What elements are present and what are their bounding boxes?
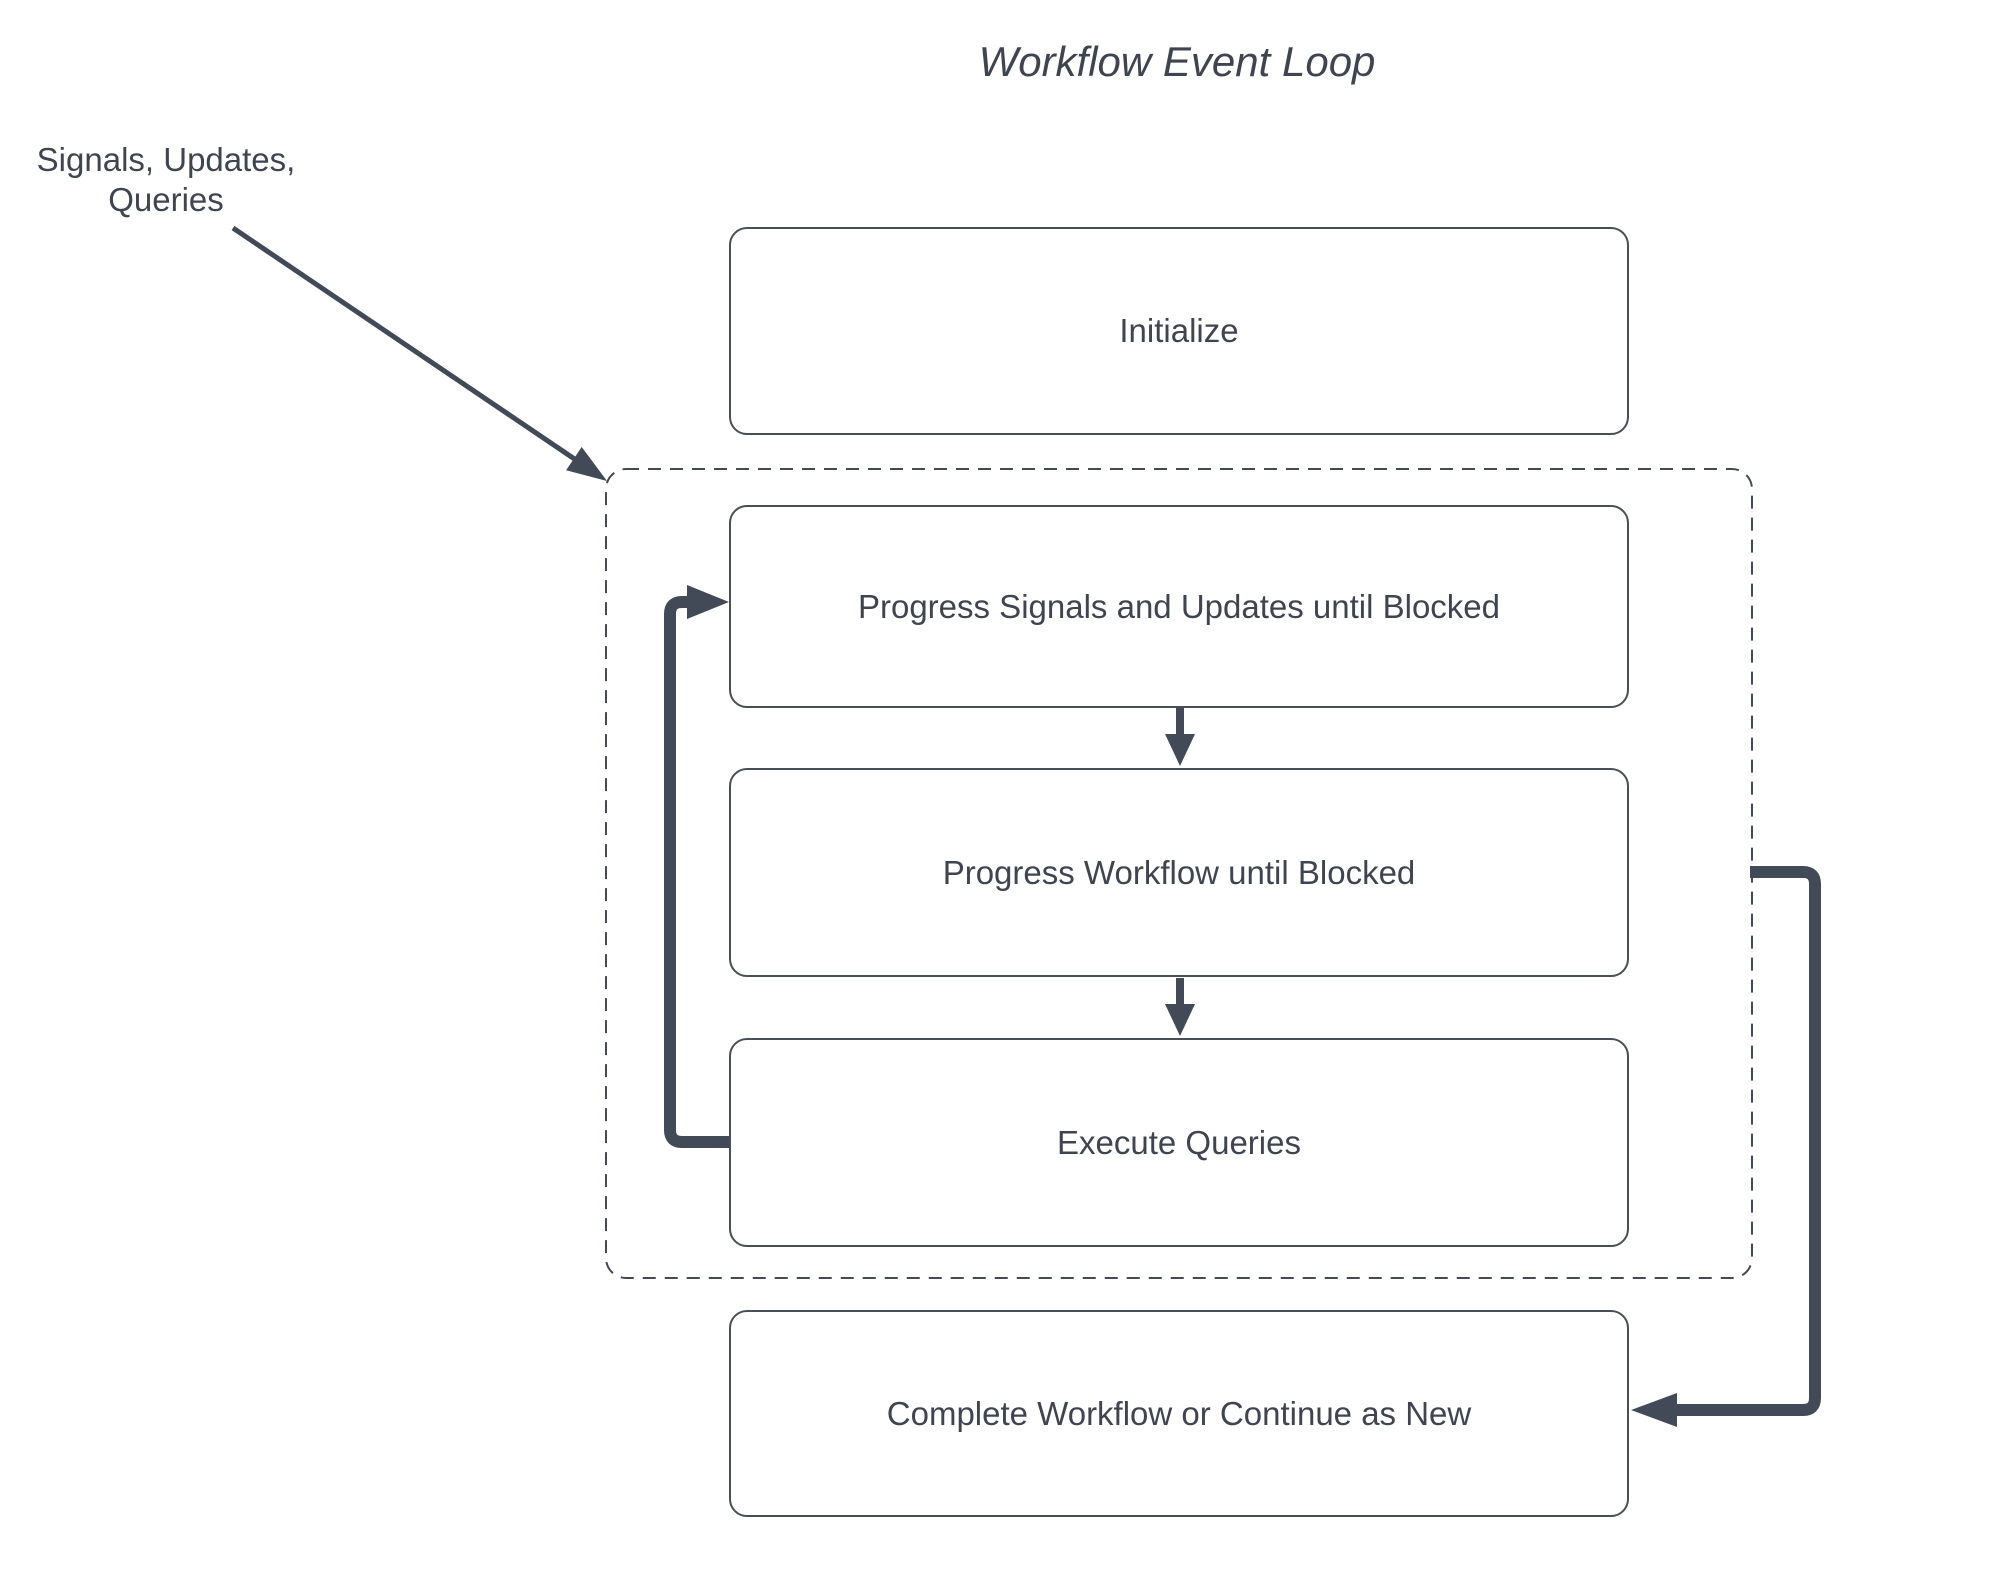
side-label-line-2: Queries <box>108 181 224 218</box>
signals-updates-queries-label: Signals, Updates, Queries <box>16 140 316 220</box>
node-progress-signals-updates-label: Progress Signals and Updates until Block… <box>857 587 1501 625</box>
node-complete-workflow-label: Complete Workflow or Continue as New <box>886 1394 1472 1432</box>
signals-input-arrow <box>231 225 607 481</box>
node-initialize: Initialize <box>729 227 1629 435</box>
arrow-progress-workflow-to-execute-queries <box>1165 978 1195 1036</box>
continue-as-new-arrow <box>1631 866 1821 1427</box>
node-complete-workflow: Complete Workflow or Continue as New <box>729 1310 1629 1517</box>
loop-back-arrow <box>664 585 729 1148</box>
arrow-progress-signals-to-progress-workflow <box>1165 708 1195 766</box>
side-label-line-1: Signals, Updates, <box>36 141 296 178</box>
node-execute-queries-label: Execute Queries <box>1057 1123 1301 1161</box>
node-progress-workflow-label: Progress Workflow until Blocked <box>942 853 1416 891</box>
node-progress-signals-updates: Progress Signals and Updates until Block… <box>729 505 1629 708</box>
node-initialize-label: Initialize <box>1119 312 1239 349</box>
diagram-title: Workflow Event Loop <box>978 38 1376 85</box>
node-progress-workflow: Progress Workflow until Blocked <box>729 768 1629 977</box>
node-execute-queries: Execute Queries <box>729 1038 1629 1247</box>
